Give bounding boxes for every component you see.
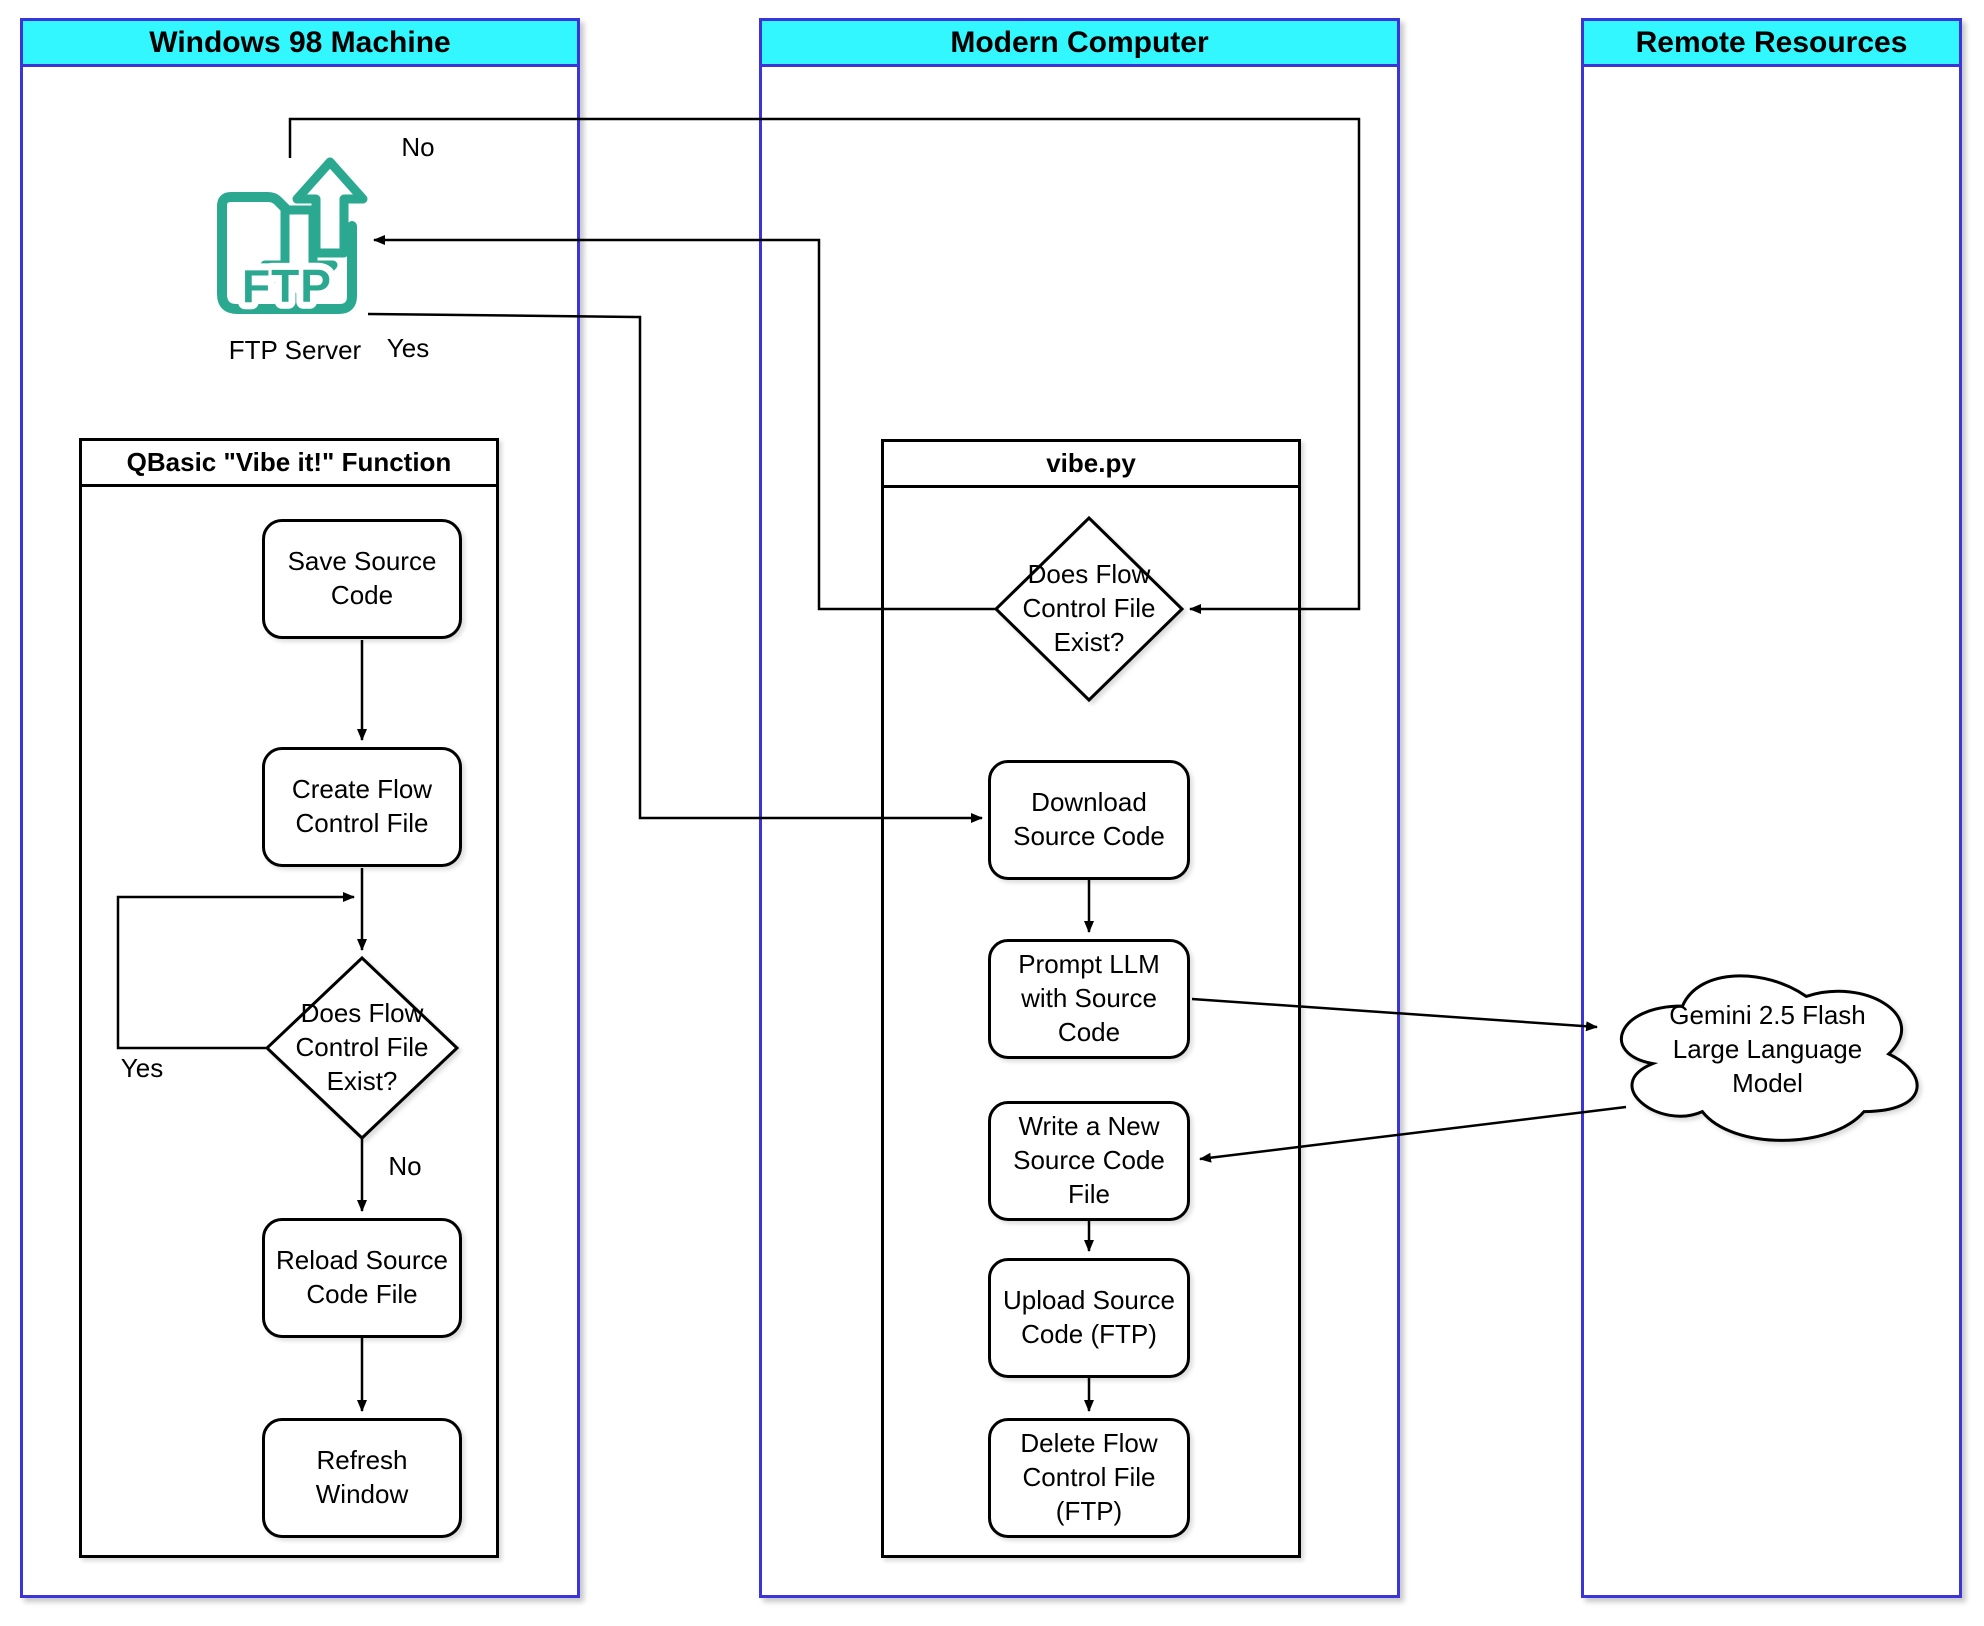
node-download-source-code-label: Download Source Code — [1013, 787, 1165, 851]
node-reload-source-code-file: Reload Source Code File — [262, 1218, 462, 1338]
edge-label-no-down: No — [388, 1151, 422, 1181]
lane-title-remote: Remote Resources — [1635, 25, 1908, 59]
lane-title-modern: Modern Computer — [950, 25, 1209, 59]
node-create-flow-control-file: Create Flow Control File — [262, 747, 462, 867]
diamond-qbasic-label: Does Flow Control File Exist? — [277, 978, 447, 1118]
group-title-qbasic: QBasic "Vibe it!" Function — [126, 447, 452, 477]
lane-title-windows98: Windows 98 Machine — [149, 25, 451, 59]
edge-label-yes-ftp: Yes — [386, 333, 430, 363]
node-create-flow-control-file-label: Create Flow Control File — [291, 774, 433, 838]
group-header-qbasic: QBasic "Vibe it!" Function — [82, 441, 496, 487]
lane-remote-resources: Remote Resources — [1581, 18, 1962, 1598]
node-refresh-window-label: Refresh Window — [315, 1445, 409, 1509]
node-upload-source-code-ftp: Upload Source Code (FTP) — [988, 1258, 1190, 1378]
ftp-server-label: FTP Server — [228, 335, 362, 365]
lane-header-modern: Modern Computer — [762, 21, 1397, 67]
lane-header-windows98: Windows 98 Machine — [23, 21, 577, 67]
cloud-gemini-label: Gemini 2.5 Flash Large Language Model — [1635, 995, 1900, 1105]
node-delete-flow-control-file-ftp-label: Delete Flow Control File (FTP) — [1020, 1428, 1158, 1526]
group-header-vibepy: vibe.py — [884, 442, 1298, 488]
node-refresh-window: Refresh Window — [262, 1418, 462, 1538]
node-write-new-source-code-file-label: Write a New Source Code File — [1013, 1111, 1165, 1209]
node-write-new-source-code-file: Write a New Source Code File — [988, 1101, 1190, 1221]
node-upload-source-code-ftp-label: Upload Source Code (FTP) — [1003, 1285, 1175, 1349]
node-save-source-code-label: Save Source Code — [287, 546, 437, 610]
group-title-vibepy: vibe.py — [1046, 448, 1136, 478]
node-download-source-code: Download Source Code — [988, 760, 1190, 880]
cloud-gemini-label-text: Gemini 2.5 Flash Large Language Model — [1669, 1000, 1866, 1098]
node-delete-flow-control-file-ftp: Delete Flow Control File (FTP) — [988, 1418, 1190, 1538]
node-prompt-llm-label: Prompt LLM with Source Code — [1018, 949, 1160, 1047]
node-save-source-code: Save Source Code — [262, 519, 462, 639]
diamond-vibepy-label: Does Flow Control File Exist? — [1004, 539, 1174, 679]
node-prompt-llm: Prompt LLM with Source Code — [988, 939, 1190, 1059]
lane-header-remote: Remote Resources — [1584, 21, 1959, 67]
edge-label-no-top: No — [401, 132, 435, 162]
diamond-qbasic-label-text: Does Flow Control File Exist? — [295, 998, 429, 1096]
edge-label-yes-loop: Yes — [120, 1053, 164, 1083]
diamond-vibepy-label-text: Does Flow Control File Exist? — [1022, 559, 1156, 657]
node-reload-source-code-file-label: Reload Source Code File — [276, 1245, 448, 1309]
